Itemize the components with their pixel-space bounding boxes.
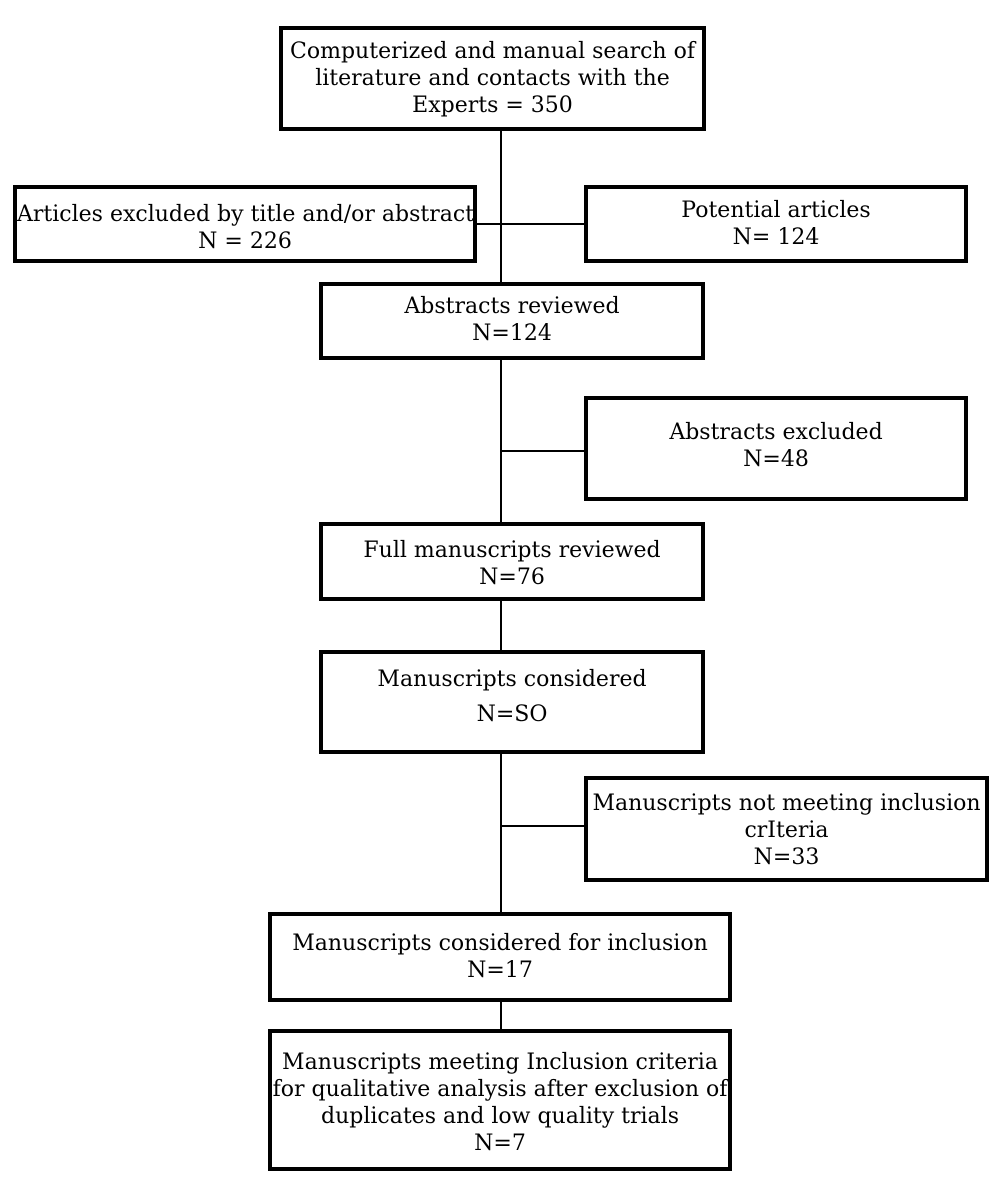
full-manuscripts-reviewed-label: Full manuscripts reviewed bbox=[363, 538, 661, 563]
search-box: Computerized and manual search of litera… bbox=[279, 26, 706, 131]
search-line-2: literature and contacts with the bbox=[315, 66, 670, 91]
not-meeting-criteria-line-2: crIteria bbox=[744, 818, 829, 843]
considered-for-inclusion-box: Manuscripts considered for inclusion N=1… bbox=[268, 912, 732, 1002]
potential-articles-box: Potential articles N= 124 bbox=[584, 185, 968, 263]
considered-for-inclusion-label: Manuscripts considered for inclusion bbox=[292, 931, 708, 956]
manuscripts-considered-box: Manuscripts considered N=SO bbox=[319, 650, 705, 754]
excluded-title-abstract-count: N = 226 bbox=[198, 229, 292, 254]
meeting-criteria-line-2: for qualitative analysis after exclusion… bbox=[272, 1077, 728, 1102]
search-line-1: Computerized and manual search of bbox=[290, 39, 695, 64]
potential-articles-label: Potential articles bbox=[681, 198, 871, 223]
considered-for-inclusion-count: N=17 bbox=[467, 958, 533, 983]
abstracts-reviewed-box: Abstracts reviewed N=124 bbox=[319, 282, 705, 360]
potential-articles-count: N= 124 bbox=[732, 225, 820, 250]
meeting-criteria-count: N=7 bbox=[474, 1131, 526, 1156]
meeting-criteria-line-1: Manuscripts meeting Inclusion criteria bbox=[282, 1050, 718, 1075]
not-meeting-criteria-line-1: Manuscripts not meeting inclusion bbox=[592, 791, 981, 816]
abstracts-excluded-box: Abstracts excluded N=48 bbox=[584, 396, 968, 501]
not-meeting-criteria-box: Manuscripts not meeting inclusion crIter… bbox=[584, 776, 989, 882]
excluded-title-abstract-label: Articles excluded by title and/or abstra… bbox=[17, 202, 475, 227]
not-meeting-criteria-count: N=33 bbox=[753, 845, 820, 870]
search-line-3: Experts = 350 bbox=[412, 93, 573, 118]
manuscripts-considered-label: Manuscripts considered bbox=[377, 667, 647, 692]
abstracts-reviewed-count: N=124 bbox=[472, 321, 552, 346]
meeting-criteria-box: Manuscripts meeting Inclusion criteria f… bbox=[268, 1029, 732, 1171]
excluded-title-abstract-box: Articles excluded by title and/or abstra… bbox=[13, 185, 477, 263]
full-manuscripts-reviewed-count: N=76 bbox=[479, 565, 545, 590]
abstracts-reviewed-label: Abstracts reviewed bbox=[404, 294, 620, 319]
full-manuscripts-reviewed-box: Full manuscripts reviewed N=76 bbox=[319, 522, 705, 601]
abstracts-excluded-count: N=48 bbox=[743, 447, 809, 472]
abstracts-excluded-label: Abstracts excluded bbox=[669, 420, 883, 445]
meeting-criteria-line-3: duplicates and low quality trials bbox=[321, 1104, 679, 1129]
manuscripts-considered-count: N=SO bbox=[476, 702, 548, 727]
